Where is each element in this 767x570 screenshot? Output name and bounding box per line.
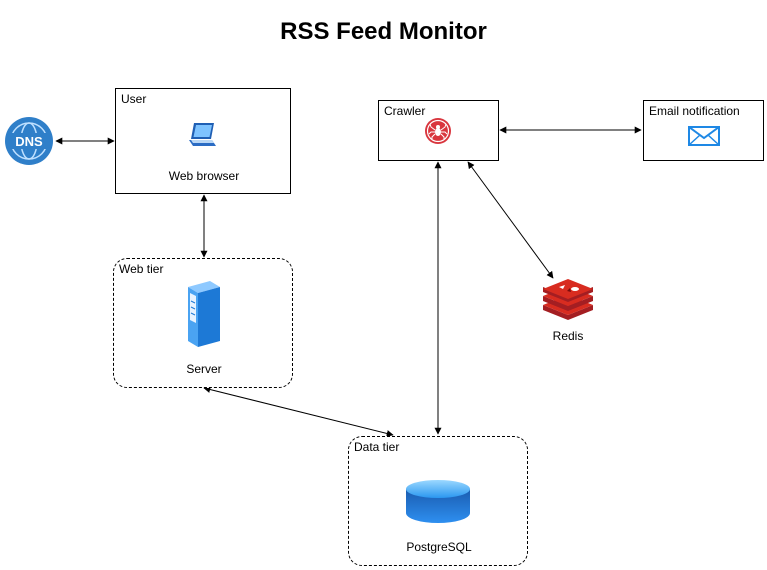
- user-group-label: User: [121, 92, 147, 106]
- envelope-icon: [688, 126, 720, 146]
- redis-icon[interactable]: [541, 279, 595, 321]
- dns-label: DNS: [15, 134, 43, 149]
- connector-crawler-redis: [467, 161, 554, 279]
- postgresql-caption: PostgreSQL: [406, 540, 472, 554]
- connector-webtier-datatier: [203, 386, 394, 437]
- dns-globe-icon[interactable]: DNS: [4, 116, 54, 166]
- email-notification-label: Email notification: [649, 104, 740, 118]
- web-tier-label: Web tier: [119, 262, 164, 276]
- data-tier-label: Data tier: [354, 440, 400, 454]
- redis-caption: Redis: [552, 329, 584, 343]
- spider-icon: [424, 117, 452, 145]
- crawler-box[interactable]: Crawler: [378, 100, 499, 161]
- crawler-label: Crawler: [384, 104, 426, 118]
- server-icon: [184, 279, 224, 349]
- email-notification-box[interactable]: Email notification: [643, 100, 764, 161]
- laptop-icon: [188, 121, 218, 149]
- user-box[interactable]: User Web browser: [115, 88, 291, 194]
- database-icon: [405, 479, 471, 525]
- web-browser-caption: Web browser: [168, 169, 240, 183]
- server-caption: Server: [186, 362, 222, 376]
- diagram-title: RSS Feed Monitor: [280, 18, 487, 45]
- web-tier-group[interactable]: Web tier Server: [113, 258, 293, 388]
- data-tier-group[interactable]: Data tier PostgreSQL: [348, 436, 528, 566]
